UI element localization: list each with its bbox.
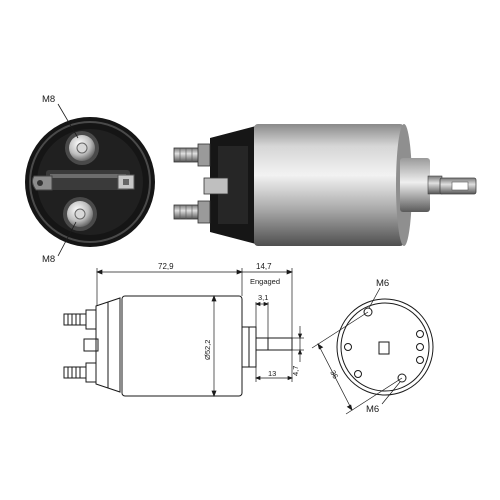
end-cap-rim [29,121,151,243]
terminal-top-leader [57,103,79,139]
drawing-flange-inner [340,302,430,392]
dim-shaft-width-label: 13 [268,369,276,378]
drawing-flange-outer [336,298,434,396]
drawing-center-slot [378,341,390,355]
drawing-spade [83,338,99,352]
photo-side-view [173,124,477,246]
drawing-hole-bottom-left [354,370,362,378]
drawing-end-view [336,298,434,396]
drawing-hole-left [344,343,352,351]
drawing-hole-right-1 [416,330,424,338]
dim-stroke-label: 14,7 [256,262,272,271]
m6-bottom-leader [381,381,401,405]
terminal-bottom-leader [57,221,77,257]
dim-stroke-note: Engaged [250,277,280,286]
photo-annotations: M8 M8 [42,94,79,265]
drawing-hole-right-3 [416,356,424,364]
photo-end-view [25,117,155,247]
side-spade-terminal [203,177,229,195]
dim-diameter-label: Ø52,2 [203,340,212,360]
drawing-end-cap [95,297,121,393]
top-terminal-stud [65,131,99,165]
dim-length-label: 72,9 [158,262,174,271]
m6-top-label: M6 [376,278,389,289]
drawing-top-stud [63,313,87,326]
drawing-shaft [255,337,293,351]
side-top-stud [173,143,211,167]
terminal-strap [46,170,130,190]
drawing-m6-bottom-hole [397,373,407,383]
drawing-body [121,295,243,397]
terminal-bottom-label: M8 [42,254,55,265]
dim-offset-label: 3,1 [258,293,268,302]
m6-bottom-label: M6 [366,404,379,415]
side-bottom-stud [173,200,211,224]
solenoid-body [254,124,404,246]
dim-shaft-height-label: 4,7 [291,366,300,376]
terminal-top-label: M8 [42,94,55,105]
drawing-hole-right-2 [416,343,424,351]
drawing-side-view [63,295,293,397]
drawing-m6-top-hole [363,307,373,317]
drawing-bottom-stud [63,366,87,379]
front-ring [400,158,430,212]
dim-bolt-spacing-label: 36 [328,369,340,381]
drawing-dimensions [96,268,304,397]
bottom-terminal-stud [63,197,97,231]
end-view-annotations [311,287,403,415]
m6-top-leader [368,287,381,309]
